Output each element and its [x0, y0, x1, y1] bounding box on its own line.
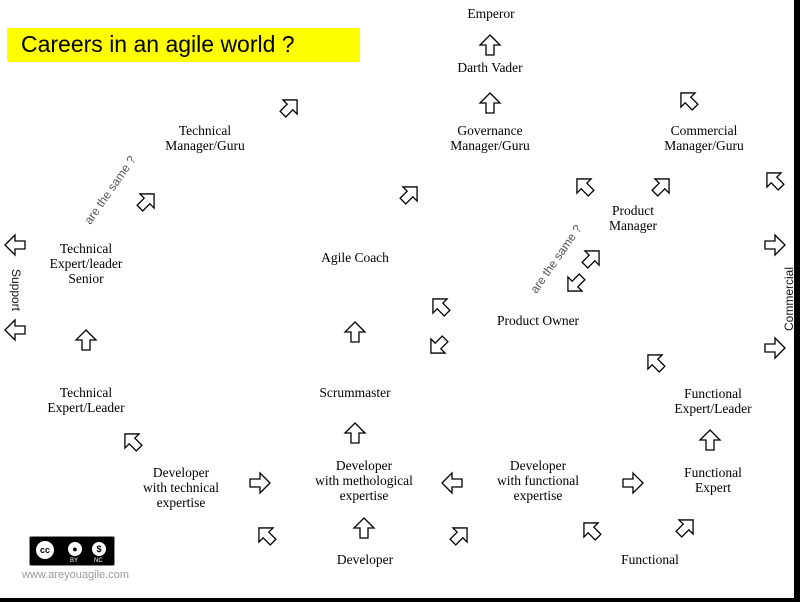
- arrow-upright-po-pm: [581, 247, 603, 269]
- arrow-up-to-scrummaster: [343, 422, 367, 444]
- label-commercial: Commercial: [782, 266, 794, 332]
- annotation-same-left: are the same ?: [81, 153, 139, 227]
- arrow-up-to-functional-leader: [698, 429, 722, 451]
- node-technical-expert-leader: Technical Expert/Leader: [47, 385, 125, 415]
- label-support: Support: [9, 268, 24, 312]
- arrow-right-commercial-top: [764, 233, 786, 257]
- node-developer-methodological: Developer with methological expertise: [315, 458, 413, 503]
- arrow-up-to-agile-coach: [343, 321, 367, 343]
- node-governance-manager: Governance Manager/Guru: [450, 123, 530, 153]
- arrow-up-to-emperor: [478, 34, 502, 56]
- arrow-right-dev-tech: [249, 471, 271, 495]
- arrow-upleft-po-functional: [644, 351, 666, 373]
- arrow-upright-pm: [651, 175, 673, 197]
- cc-nc-icon: $: [90, 540, 108, 558]
- arrow-right-func-expert: [622, 471, 644, 495]
- node-commercial-manager: Commercial Manager/Guru: [664, 123, 744, 153]
- arrow-downleft-po-scrum: [427, 335, 449, 357]
- node-scrummaster: Scrummaster: [319, 385, 391, 400]
- arrow-upleft-pm-left: [573, 175, 595, 197]
- cc-nc-label: NC: [94, 558, 103, 564]
- arrow-upleft-commercial: [677, 89, 699, 111]
- arrow-upleft-functional: [580, 519, 602, 541]
- arrow-right-commercial-bottom: [764, 336, 786, 360]
- arrow-left-support-top: [4, 233, 26, 257]
- node-developer-technical: Developer with technical expertise: [142, 465, 220, 510]
- arrow-upright-agile-coach: [399, 183, 421, 205]
- title-banner: Careers in an agile world ?: [7, 28, 360, 62]
- arrow-left-support-bottom: [4, 318, 26, 342]
- arrow-left-dev-func: [441, 471, 463, 495]
- arrow-up-to-darth-vader: [478, 92, 502, 114]
- node-technical-manager: Technical Manager/Guru: [165, 123, 245, 153]
- node-darth-vader: Darth Vader: [457, 60, 523, 75]
- diagram-title: Careers in an agile world ?: [21, 31, 295, 57]
- node-product-owner: Product Owner: [496, 313, 580, 328]
- arrow-up-to-senior: [74, 329, 98, 351]
- arrow-upleft-right-edge-1: [763, 169, 785, 191]
- arrow-downleft-pm-po: [564, 273, 586, 295]
- cc-by-icon: ●: [66, 540, 84, 558]
- arrow-upright-functional: [675, 516, 697, 538]
- arrow-upright-dev-bottom-right: [449, 524, 471, 546]
- cc-logo-icon: cc: [34, 539, 56, 561]
- arrow-upleft-tech-leader: [121, 430, 143, 452]
- node-technical-expert-senior: Technical Expert/leader Senior: [49, 241, 123, 286]
- cc-by-label: BY: [70, 558, 79, 564]
- arrow-up-from-developer: [352, 517, 376, 539]
- cc-license-badge: cc ● $ BY NC: [29, 536, 115, 566]
- node-emperor: Emperor: [467, 6, 515, 21]
- arrow-upright-tech-manager: [279, 96, 301, 118]
- node-agile-coach: Agile Coach: [321, 250, 389, 265]
- arrow-upleft-po: [429, 295, 451, 317]
- node-functional-expert: Functional Expert: [684, 465, 742, 495]
- node-product-manager: Product Manager: [609, 203, 657, 233]
- arrow-upright-senior: [136, 190, 158, 212]
- node-developer: Developer: [336, 552, 394, 567]
- node-functional-expert-leader: Functional Expert/Leader: [674, 386, 752, 416]
- node-developer-functional: Developer with functional expertise: [496, 458, 580, 503]
- arrow-upleft-dev-bottom-left: [255, 524, 277, 546]
- website-url: www.areyouagile.com: [22, 569, 129, 581]
- node-functional: Functional: [621, 552, 679, 567]
